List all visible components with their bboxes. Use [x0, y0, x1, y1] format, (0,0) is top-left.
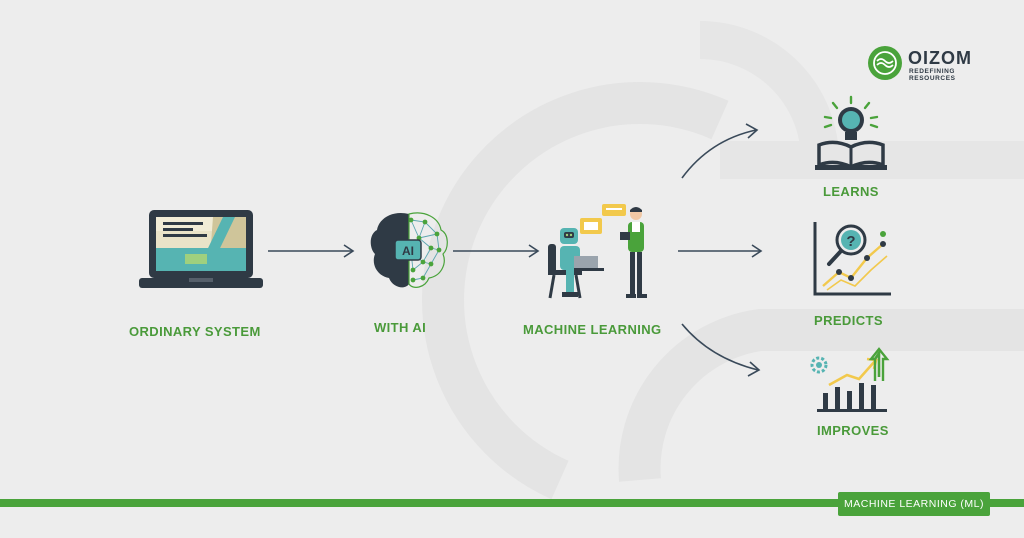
footer-tag: MACHINE LEARNING (ML) — [838, 492, 990, 516]
label-ordinary-system: ORDINARY SYSTEM — [129, 324, 261, 339]
arrows-ml-to-outcomes — [678, 123, 763, 377]
growth-bars-icon — [810, 347, 890, 412]
logo-tagline: REDEFINING RESOURCES — [909, 68, 956, 82]
label-predicts: PREDICTS — [814, 313, 883, 328]
ai-chip-label: AI — [402, 244, 414, 258]
robot-human-icon — [548, 204, 647, 299]
laptop-icon — [139, 210, 263, 288]
label-machine-learning: MACHINE LEARNING — [523, 322, 662, 337]
label-learns: LEARNS — [823, 184, 879, 199]
label-improves: IMPROVES — [817, 423, 889, 438]
svg-text:?: ? — [846, 233, 855, 250]
arrow-ai-to-ml — [453, 244, 540, 258]
lightbulb-book-icon — [815, 95, 887, 170]
magnifier-chart-icon: ? — [813, 222, 891, 296]
label-with-ai: WITH AI — [374, 320, 427, 335]
bottom-accent-bar — [0, 499, 1024, 507]
ai-brain-icon: AI — [370, 212, 448, 288]
logo-wordmark: OIZOM — [908, 48, 972, 68]
arrow-ordinary-to-ai — [268, 244, 355, 258]
oizom-logo: OIZOM REDEFINING RESOURCES — [868, 46, 998, 82]
oizom-logo-mark-icon — [868, 46, 902, 80]
